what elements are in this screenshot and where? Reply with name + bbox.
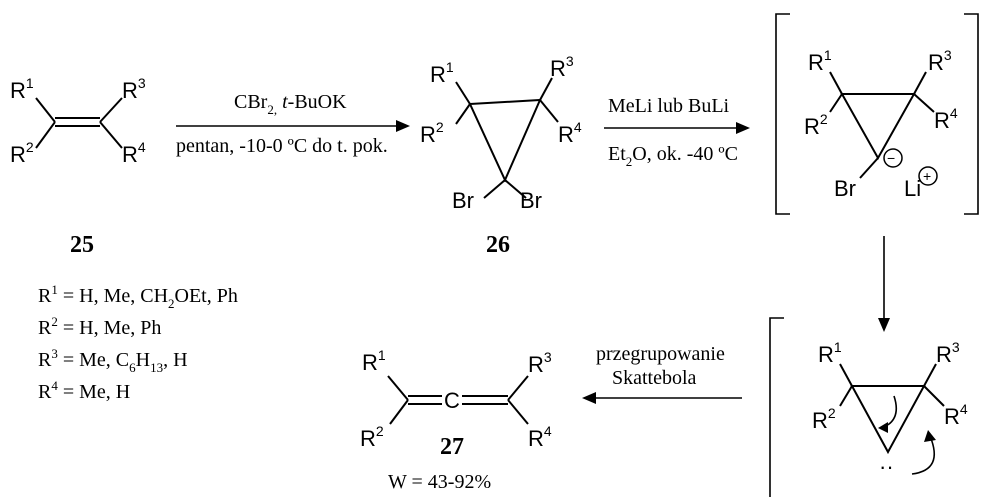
bond-r2 xyxy=(455,103,471,125)
compound-25-number: 25 xyxy=(70,232,94,258)
positive-charge-sign: + xyxy=(923,168,931,184)
bond-r3 xyxy=(913,71,927,95)
reaction-3-label-line1: przegrupowanie xyxy=(596,343,725,365)
legend-r1: R1 = H, Me, CH2OEt, Ph xyxy=(38,282,238,311)
intermediate-carbene: R1 R2 R3 R4 ·· xyxy=(769,317,968,497)
negative-charge-circle xyxy=(883,148,903,168)
reaction-1-conditions: pentan, -10-0 ºC do t. pok. xyxy=(176,135,388,157)
bond-r3 xyxy=(539,77,553,101)
carbene-lone-pair: ·· xyxy=(879,454,894,479)
central-carbon: C xyxy=(444,388,460,413)
r3-label: R3 xyxy=(528,349,552,377)
r2-label: R2 xyxy=(10,139,34,167)
bond-r1 xyxy=(387,375,409,401)
bond-r2 xyxy=(829,93,843,113)
bond-br xyxy=(859,157,879,179)
legend-r2: R2 = H, Me, Ph xyxy=(38,314,161,339)
curved-arrow-bond-head xyxy=(878,422,888,433)
bond-r4 xyxy=(507,399,529,425)
cyclopropane-ring xyxy=(840,93,916,161)
curved-arrow-bond xyxy=(881,395,898,429)
r4-label: R4 xyxy=(122,139,146,167)
bond-r3 xyxy=(507,375,529,401)
reaction-1-reagents: CBr2, t-BuOK xyxy=(234,91,347,117)
r1-label: R1 xyxy=(10,75,34,103)
bond-r1 xyxy=(839,363,853,387)
compound-27: C R1 R2 R3 R4 27 W = 43-92% xyxy=(360,347,552,493)
r1-label: R1 xyxy=(430,59,454,87)
arrow-3-head xyxy=(582,392,596,404)
bond-r4 xyxy=(923,385,945,407)
r4-label: R4 xyxy=(528,423,552,451)
r4-label: R4 xyxy=(558,119,582,147)
intermediate-carbenoid: R1 R2 R3 R4 Br Li − + xyxy=(775,13,979,215)
negative-charge-sign: − xyxy=(887,150,895,166)
compound-27-number: 27 xyxy=(440,434,464,460)
bond-r2 xyxy=(839,385,853,407)
bond-r1 xyxy=(829,71,843,95)
reaction-arrow-2: MeLi lub BuLi Et2O, ok. -40 ºC xyxy=(604,95,750,169)
compound-26-number: 26 xyxy=(486,232,510,258)
bond-r2 xyxy=(35,121,56,149)
r3-label: R3 xyxy=(122,75,146,103)
curved-arrow-lone-pair-head xyxy=(924,430,936,442)
r3-label: R3 xyxy=(936,339,960,367)
cyclopropane-ring xyxy=(468,98,542,183)
bond-r1 xyxy=(35,97,56,123)
r1-label: R1 xyxy=(808,47,832,75)
br-label: Br xyxy=(834,176,856,201)
r2-label: R2 xyxy=(804,111,828,139)
r2-label: R2 xyxy=(812,405,836,433)
positive-charge-circle xyxy=(918,166,938,186)
curved-arrow-lone-pair xyxy=(911,435,935,475)
reaction-2-reagent: MeLi lub BuLi xyxy=(608,95,730,117)
bond-br-left xyxy=(483,179,506,199)
compound-26: R1 R2 R3 R4 Br Br 26 xyxy=(420,53,582,258)
right-bracket xyxy=(964,13,979,215)
bond-r3 xyxy=(99,97,123,123)
yield-label: W = 43-92% xyxy=(388,471,491,493)
cyclopropane-ring xyxy=(850,385,926,455)
r3-label: R3 xyxy=(928,47,952,75)
r4-label: R4 xyxy=(944,401,968,429)
bond-r4 xyxy=(539,99,559,123)
bond-r4 xyxy=(99,121,123,149)
br-label-right: Br xyxy=(520,188,542,213)
reaction-3-label-line2: Skattebola xyxy=(612,367,697,389)
reaction-2-conditions: Et2O, ok. -40 ºC xyxy=(608,143,738,169)
li-label: Li xyxy=(904,176,921,201)
bond-r4 xyxy=(913,93,935,113)
arrow-1-head xyxy=(396,120,410,132)
reaction-arrow-3: przegrupowanie Skattebola xyxy=(582,343,742,404)
bond-r1 xyxy=(455,81,471,105)
legend-r3: R3 = Me, C6H13, H xyxy=(38,346,188,375)
reaction-arrow-1: CBr2, t-BuOK pentan, -10-0 ºC do t. pok. xyxy=(176,91,410,157)
bond-br-right xyxy=(504,179,527,199)
r4-label: R4 xyxy=(934,105,958,133)
arrow-2-head xyxy=(736,122,750,134)
br-label-left: Br xyxy=(452,188,474,213)
left-bracket xyxy=(769,317,784,497)
compound-25: R1 R2 R3 R4 25 xyxy=(10,75,146,258)
bond-r2 xyxy=(389,399,409,425)
legend-r4: R4 = Me, H xyxy=(38,378,130,403)
r2-label: R2 xyxy=(360,423,384,451)
arrow-down-head xyxy=(878,318,890,332)
r1-label: R1 xyxy=(362,347,386,375)
substituent-legend: R1 = H, Me, CH2OEt, Ph R2 = H, Me, Ph R3… xyxy=(38,282,238,403)
bond-r3 xyxy=(923,363,937,387)
r1-label: R1 xyxy=(818,339,842,367)
left-bracket xyxy=(775,13,790,215)
reaction-arrow-down xyxy=(878,236,890,332)
r2-label: R2 xyxy=(420,119,444,147)
r3-label: R3 xyxy=(550,53,574,81)
